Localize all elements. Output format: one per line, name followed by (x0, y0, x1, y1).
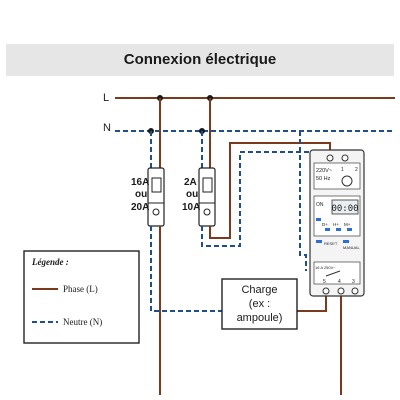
button-icon (316, 218, 321, 221)
button-icon (343, 240, 349, 243)
neutral-wire (299, 131, 307, 271)
breaker-right (198, 167, 216, 227)
button-icon (316, 240, 322, 243)
terminal-screw (337, 287, 345, 295)
legend-title: Légende : (31, 257, 69, 267)
timer-device: 00:00 (309, 149, 365, 297)
button-icon (325, 228, 330, 231)
title-bar: Connexion électrique (6, 44, 394, 76)
breaker-right-rating-1: 2A (184, 177, 197, 188)
spec-panel (313, 162, 361, 190)
terminal-screw (351, 287, 359, 295)
timer-button-label: D+ (322, 222, 328, 227)
timer-terminal-label: 2 (355, 167, 358, 173)
load-label-line1: Charge (241, 284, 277, 296)
breaker-left-or: ou (135, 189, 147, 200)
terminal-screw (326, 154, 334, 162)
neutral-wire (150, 226, 222, 312)
button-icon (347, 228, 352, 231)
timer-terminal-label: 3 (352, 279, 355, 285)
relay-contact-icon (325, 270, 341, 277)
phase-wire (209, 142, 331, 239)
load-box (221, 278, 298, 330)
lcd-display (331, 199, 359, 215)
button-icon (336, 228, 341, 231)
load-label-line2: (ex : (249, 298, 270, 310)
terminal-screw (341, 154, 349, 162)
breaker-right-or: ou (186, 189, 198, 200)
breaker-left-rating-2: 20A (131, 202, 149, 213)
terminal-screw (322, 287, 330, 295)
timer-on-label: ON (316, 202, 324, 208)
motor-symbol-icon (341, 175, 353, 187)
legend-neutral-label: Neutre (N) (63, 317, 102, 327)
breaker-right-rating-2: 10A (182, 202, 200, 213)
relay-panel (313, 261, 361, 285)
timer-reset-label: RESET (324, 241, 338, 246)
timer-spec-line1: 220V~ (316, 168, 332, 174)
breaker-left (147, 167, 165, 227)
page-title: Connexion électrique (123, 51, 277, 68)
timer-terminal-label: 1 (341, 167, 344, 173)
timer-relay-spec: 16 A 250V~ (315, 265, 336, 270)
timer-button-label: M+ (344, 222, 351, 227)
timer-button-label: H+ (333, 222, 339, 227)
breaker-left-rating-1: 16A (131, 177, 149, 188)
neutral-line-label: N (103, 122, 111, 134)
legend-phase-label: Phase (L) (63, 284, 98, 294)
timer-manual-label: MANUAL (343, 245, 360, 250)
timer-terminal-label: 5 (323, 279, 326, 285)
timer-terminal-label: 4 (338, 279, 341, 285)
phase-wire (297, 295, 327, 312)
phase-line-label: L (103, 92, 109, 104)
lcd-digits: 00:00 (331, 204, 358, 214)
timer-spec-line2: 50 Hz (316, 176, 331, 182)
load-label-line3: ampoule) (237, 312, 283, 324)
legend-box (23, 250, 140, 344)
